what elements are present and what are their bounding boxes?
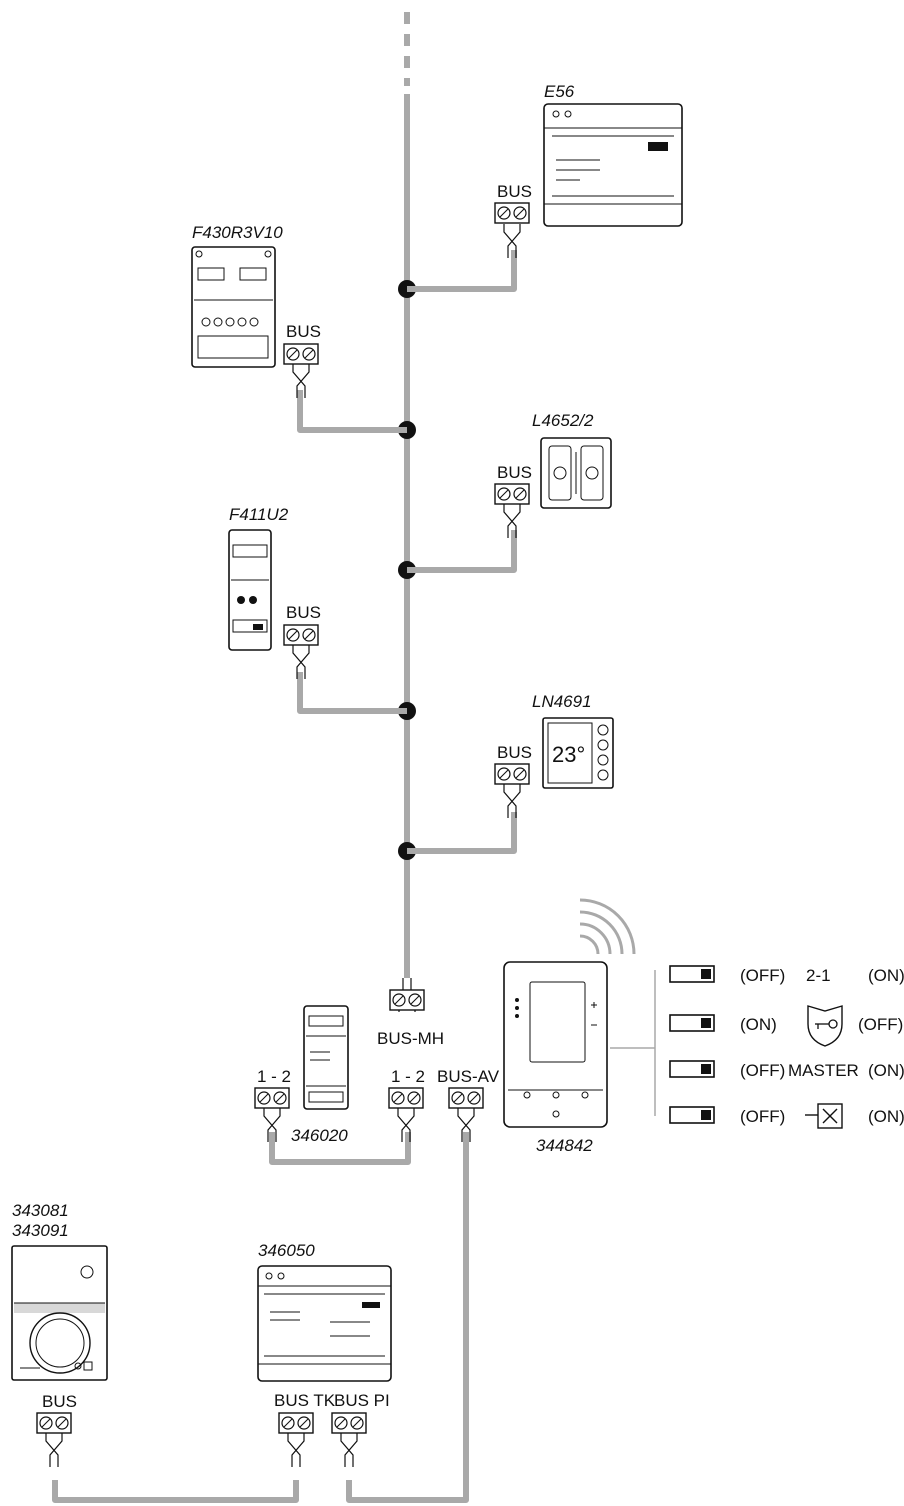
device-346020: 346020 (291, 1005, 349, 1145)
shield-key-icon (807, 1005, 843, 1047)
bus-mh-terminal: BUS-MH (377, 977, 444, 1048)
f430r3v10-bus-terminal: BUS (283, 322, 321, 399)
f411u2-label: F411U2 (229, 505, 289, 524)
switch-bracket (610, 970, 656, 1116)
346020-right-1-2-label: 1 - 2 (391, 1067, 425, 1086)
l4652-2-bus-terminal: BUS (494, 463, 532, 539)
ln4691-bus-label: BUS (497, 743, 532, 762)
dip-switch-2: (ON) (OFF) (669, 1005, 903, 1047)
346020-left-terminal: 1 - 2 (254, 1067, 291, 1143)
switch-4-left-label: (OFF) (740, 1107, 785, 1126)
switch-3-right-label: (ON) (868, 1061, 904, 1080)
l4652-2-label: L4652/2 (532, 411, 594, 430)
346020-left-1-2-label: 1 - 2 (257, 1067, 291, 1086)
switch-2-left-label: (ON) (740, 1015, 777, 1034)
ln4691-bus-terminal: BUS (494, 743, 532, 819)
344842-label: 344842 (536, 1136, 593, 1155)
343081-bus-terminal: BUS (36, 1392, 77, 1468)
f430r3v10-bus-label: BUS (286, 322, 321, 341)
e56-bus-terminal: BUS (494, 182, 532, 259)
switch-3-left-label: (OFF) (740, 1061, 785, 1080)
device-344842: 344842 (503, 961, 608, 1155)
branch-wires (52, 250, 517, 1503)
bus-av-label: BUS-AV (437, 1067, 500, 1086)
f430r3v10-label: F430R3V10 (192, 223, 283, 242)
f411u2-bus-terminal: BUS (283, 603, 321, 680)
f411u2-bus-label: BUS (286, 603, 321, 622)
346020-right-terminal: 1 - 2 (388, 1067, 425, 1143)
cross-box-icon (805, 1103, 843, 1129)
346050-label: 346050 (258, 1241, 315, 1260)
346050-bus-tk-terminal: BUS TK (274, 1391, 336, 1468)
wifi-icon (579, 898, 636, 955)
switch-1-left-label: (OFF) (740, 966, 785, 985)
thermostat-reading: 23° (552, 742, 585, 767)
switch-4-right-label: (ON) (868, 1107, 904, 1126)
bus-av-terminal: BUS-AV (437, 1067, 500, 1143)
device-346050: 346050 (257, 1241, 392, 1382)
switch-1-right-label: (ON) (868, 966, 904, 985)
e56-bus-label: BUS (497, 182, 532, 201)
346020-label: 346020 (291, 1126, 348, 1145)
l4652-2-bus-label: BUS (497, 463, 532, 482)
switch-2-right-label: (OFF) (858, 1015, 903, 1034)
dip-switch-4: (OFF) (ON) (669, 1103, 904, 1129)
dip-switch-1: (OFF) 2-1 (ON) (669, 965, 904, 985)
346050-bus-pi-terminal: BUS PI (331, 1391, 390, 1468)
343081-label: 343081 (12, 1201, 69, 1220)
device-f411u2: F411U2 (228, 505, 289, 651)
bus-tk-label: BUS TK (274, 1391, 336, 1410)
device-ln4691: LN4691 23° (532, 692, 614, 789)
ln4691-label: LN4691 (532, 692, 592, 711)
switch-3-middle-label: MASTER (788, 1061, 859, 1080)
device-l4652-2: L4652/2 (532, 411, 612, 509)
343081-bus-label: BUS (42, 1392, 77, 1411)
device-e56: E56 (543, 82, 683, 227)
switch-1-middle-label: 2-1 (806, 966, 831, 985)
device-343081-343091: 343081 343091 (11, 1201, 108, 1381)
bus-pi-label: BUS PI (334, 1391, 390, 1410)
bus-mh-label: BUS-MH (377, 1029, 444, 1048)
dip-switch-3: (OFF) MASTER (ON) (669, 1060, 904, 1080)
device-f430r3v10: F430R3V10 (191, 223, 283, 368)
e56-label: E56 (544, 82, 575, 101)
343091-label: 343091 (12, 1221, 69, 1240)
